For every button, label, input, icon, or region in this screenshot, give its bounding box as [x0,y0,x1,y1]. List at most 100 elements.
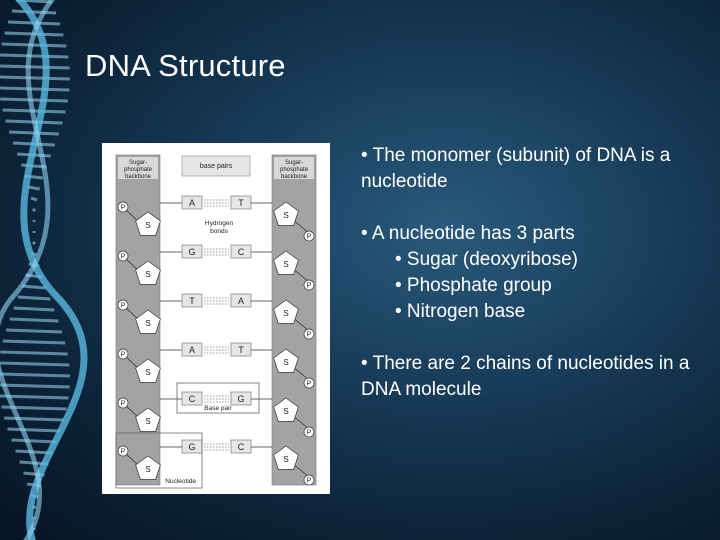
helix-rung [31,240,37,246]
sugar-letter: S [283,358,288,367]
phosphate-right [303,426,315,438]
phosphate-letter: P [307,478,312,485]
helix-rung [0,64,70,70]
base-letter-right: C [238,442,245,452]
phosphate-letter: P [121,254,126,261]
sugar-right [273,250,299,275]
helix-rung [9,317,59,323]
sub-bullet-base: • Nitrogen base [395,301,526,322]
base-left [181,342,203,357]
phosphate-right [303,230,315,242]
helix-rung [11,9,57,15]
helix-rung [28,185,40,191]
dna-helix-decoration [0,0,88,540]
helix-rung [0,97,68,103]
phosphate-left [117,348,129,360]
helix-rung [1,42,67,48]
sugar-right [273,397,299,422]
sugar-letter: S [145,465,150,474]
phosphate-left [117,445,129,457]
bullet-two-chains: • There are 2 chains of nucleotides in a… [361,353,690,400]
base-right [230,293,252,308]
phosphate-left [117,397,129,409]
sugar-left [135,407,161,432]
base-right [230,195,252,210]
sugar-letter: S [283,309,288,318]
phosphate-letter: P [307,430,312,437]
phosphate-left [117,201,129,213]
base-letter-right: A [238,296,244,306]
nucleotide-label: Nucleotide [165,478,196,485]
base-left [181,195,203,210]
helix-rung [4,416,64,422]
bullet-list: • The monomer (subunit) of DNA is a nucl… [361,143,701,403]
helix-rung [2,339,66,345]
sugar-right [273,299,299,324]
sugar-right [273,201,299,226]
base-left [181,391,203,406]
phosphate-letter: P [307,234,312,241]
base-letter-left: G [188,442,195,452]
helix-rung [0,350,68,356]
base-letter-left: T [189,296,195,306]
sugar-left [135,309,161,334]
helix-rung [0,86,70,92]
base-right [230,342,252,357]
nucleotide-bracket [115,432,203,489]
base-letter-right: T [238,198,244,208]
helix-rung [13,306,55,312]
sugar-letter: S [283,407,288,416]
sugar-letter: S [283,260,288,269]
base-letter-left: A [189,345,195,355]
bullet-three-parts: • A nucleotide has 3 parts [361,223,575,244]
phosphate-letter: P [121,352,126,359]
base-letter-right: C [238,247,245,257]
base-letter-right: T [238,345,244,355]
slide-title: DNA Structure [85,48,286,83]
helix-rung [17,295,51,301]
phosphate-right [303,377,315,389]
sugar-letter: S [283,455,288,464]
sugar-left [135,455,161,480]
helix-rung [0,53,69,59]
sub-bullet-phosphate: • Phosphate group [395,275,552,296]
base-left [181,293,203,308]
sugar-right [273,348,299,373]
helix-rung [5,328,63,334]
helix-rung [11,438,57,444]
phosphate-right [303,328,315,340]
helix-rung [0,383,70,389]
base-letter-right: G [237,394,244,404]
phosphate-letter: P [121,401,126,408]
phosphate-letter: P [307,332,312,339]
base-letter-left: G [188,247,195,257]
phosphate-right [303,279,315,291]
sugar-letter: S [145,319,150,328]
sugar-letter: S [145,270,150,279]
base-letter-left: A [189,198,195,208]
phosphate-left [117,250,129,262]
sugar-left [135,358,161,383]
base-pair-label: Base pair [204,405,232,412]
sugar-left [135,211,161,236]
phosphate-letter: P [307,283,312,290]
sugar-left [135,260,161,285]
sugar-letter: S [145,368,150,377]
phosphate-right [303,474,315,486]
base-left [181,244,203,259]
base-pair-highlight [176,382,260,414]
helix-rung [21,284,47,290]
sugar-letter: S [145,221,150,230]
bullet-monomer: • The monomer (subunit) of DNA is a nucl… [361,145,671,192]
base-pairs-header: base pairs [200,163,233,170]
helix-rung [31,207,37,213]
base-right [230,439,252,454]
helix-rung [30,196,38,202]
sugar-letter: S [283,211,288,220]
base-right [230,391,252,406]
